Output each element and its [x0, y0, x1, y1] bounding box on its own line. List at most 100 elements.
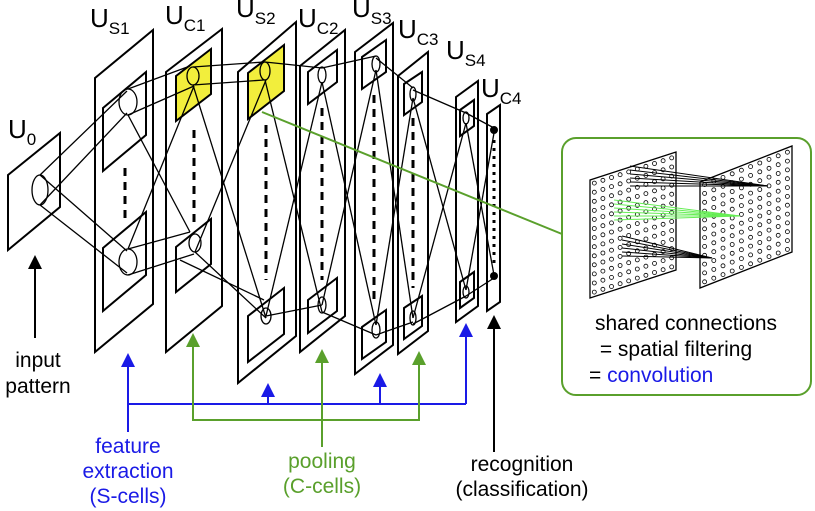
grid-cell: [609, 229, 614, 235]
grid-cell: [702, 261, 707, 267]
grid-cell: [785, 167, 790, 173]
label-us1: US1: [90, 3, 130, 38]
caption-recognition: recognition: [471, 453, 574, 476]
grid-cell: [634, 257, 640, 263]
grid-cell: [600, 286, 606, 292]
label-us2: US2: [236, 0, 276, 28]
grid-cell: [591, 280, 597, 286]
grid-cell: [785, 158, 790, 164]
filter-connection: [629, 173, 769, 187]
grid-cell: [775, 215, 781, 221]
grid-cell: [775, 250, 781, 256]
grid-cell: [739, 229, 744, 235]
grid-cell: [711, 205, 717, 210]
grid-cell: [748, 252, 753, 258]
grid-cell: [720, 263, 726, 269]
grid-cell: [669, 209, 675, 215]
grid-cell: [711, 266, 717, 272]
filter-connection: [613, 211, 741, 217]
grid-cell: [617, 235, 623, 241]
grid-cell: [757, 213, 763, 219]
inset-shared-connections: shared connections: [595, 312, 777, 335]
grid-cell: [757, 178, 763, 184]
grid-cell: [729, 171, 735, 177]
grid-cell: [757, 204, 763, 210]
grid-cell: [729, 242, 735, 247]
grid-cell: [775, 206, 781, 212]
grid-cell: [711, 231, 717, 237]
grid-cell: [617, 272, 623, 278]
grid-cell: [609, 184, 614, 190]
grid-cell: [626, 269, 632, 275]
filter-connection: [621, 247, 713, 259]
grid-cell: [609, 193, 614, 199]
grid-cell: [600, 177, 606, 183]
grid-cell: [757, 169, 763, 175]
grid-cell: [739, 176, 744, 182]
cell-plane-uc1-bottom: [175, 216, 212, 295]
grid-cell: [757, 195, 763, 201]
filter-connection: [621, 243, 713, 259]
grid-cell: [591, 198, 597, 204]
grid-cell: [766, 165, 772, 171]
grid-plane: [699, 145, 793, 289]
grid-cell: [711, 240, 717, 246]
label-uc1: UC1: [165, 0, 206, 35]
grid-cell: [634, 184, 640, 190]
grid-cell: [600, 268, 606, 274]
grid-cell: [652, 224, 657, 230]
grid-cell: [775, 224, 781, 229]
filter-connection: [629, 177, 769, 187]
grid-cell: [748, 261, 753, 267]
grid-cell: [660, 221, 666, 227]
label-uc4: UC4: [481, 73, 522, 108]
grid-cell: [591, 189, 597, 195]
grid-cell: [729, 197, 735, 203]
grid-cell: [702, 243, 707, 249]
grid-cell: [720, 227, 726, 233]
grid-cell: [652, 260, 657, 266]
grid-cell: [626, 251, 632, 257]
grid-cell: [766, 227, 772, 233]
grid-cell: [626, 196, 632, 202]
grid-cell: [643, 191, 649, 197]
inset-box: shared connections = spatial filtering =…: [561, 137, 812, 396]
grid-cell: [591, 262, 597, 268]
grid-cell: [591, 235, 597, 241]
grid-cell: [669, 228, 675, 234]
grid-cell: [785, 193, 790, 199]
grid-cell: [617, 208, 623, 214]
grid-cell: [748, 172, 753, 178]
grid-cell: [600, 196, 606, 201]
feature-extraction-arrows: [121, 323, 473, 432]
filter-connection: [613, 199, 741, 217]
filter-connection: [629, 165, 769, 187]
grid-cell: [748, 199, 753, 205]
grid-cell: [720, 219, 726, 225]
grid-cell: [609, 284, 614, 289]
pooling-arrows: [186, 333, 426, 447]
grid-cell: [785, 149, 790, 155]
grid-cell: [609, 265, 614, 271]
grid-cell: [739, 211, 744, 217]
grid-cell: [739, 264, 744, 270]
filter-connection: [629, 181, 769, 187]
output-cells: [490, 126, 498, 280]
grid-cell: [785, 176, 790, 182]
grid-cell: [660, 167, 666, 173]
grid-cell: [609, 211, 614, 217]
grid-cell: [626, 187, 632, 193]
grid-cell: [643, 263, 649, 269]
grid-cell: [748, 164, 753, 170]
grid-cell: [660, 194, 666, 200]
grid-cell: [652, 242, 657, 248]
grid-cell: [591, 253, 597, 259]
grid-cell: [720, 192, 726, 198]
filter-connection: [629, 169, 769, 187]
grid-cell: [775, 171, 781, 176]
grid-cell: [711, 249, 717, 255]
grid-cell: [609, 247, 614, 253]
grid-cell: [766, 218, 772, 224]
grid-cell: [775, 188, 781, 194]
